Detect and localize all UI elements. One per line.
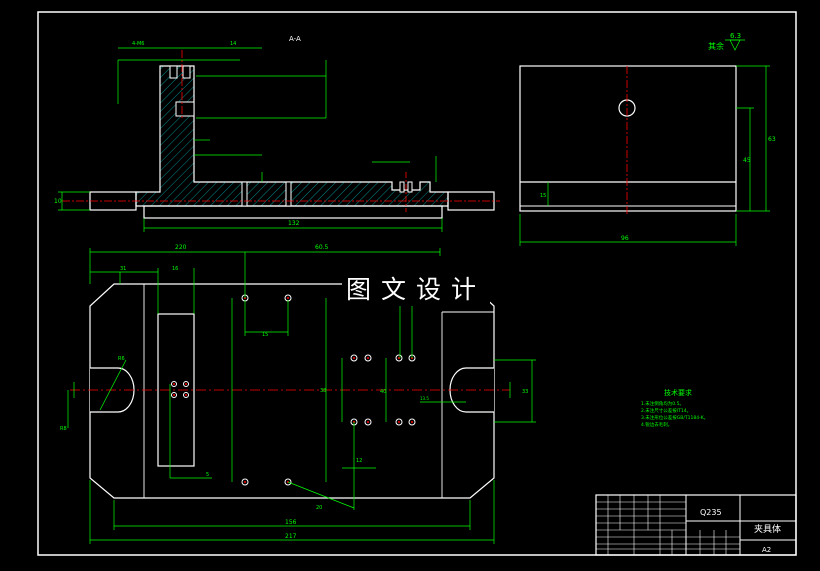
plan-upright: [157, 313, 195, 467]
tech-req-line-4: 4.锐边去毛刺。: [641, 421, 672, 428]
dim-width-outer: 217: [285, 533, 297, 540]
side-body: [519, 65, 737, 212]
outer-border: [37, 11, 797, 556]
base-plate: [143, 205, 443, 219]
dim-bottom-a: 5: [206, 472, 209, 478]
dim-small-a: 15: [262, 332, 268, 338]
tech-req-title: 技术要求: [664, 388, 692, 397]
tech-requirements: 技术要求 1.未注倒角均为0.5。 2.未注尺寸公差按IT14。 3.未注形位公…: [641, 388, 708, 428]
dim-right-small: 40: [380, 389, 386, 395]
dim-top-mid: 60.5: [315, 244, 329, 251]
tech-req-line-2: 2.未注尺寸公差按IT14。: [641, 407, 691, 414]
right-flange: [447, 191, 495, 211]
plan-outline: [89, 283, 495, 499]
section-label: A-A: [289, 35, 301, 43]
title-material: Q235: [700, 508, 722, 517]
roughness-value: 6.3: [730, 32, 741, 40]
section-view: A-A: [54, 35, 500, 232]
dim-side-height-outer: 63: [768, 136, 776, 143]
dim-side-base: 15: [540, 193, 546, 199]
tech-req-line-3: 3.未注形位公差按GB/T1184-K。: [641, 414, 708, 421]
dim-side-height-inner: 45: [743, 157, 751, 164]
dim-width-inner: 156: [285, 519, 297, 526]
dim-right-v: 33: [522, 389, 528, 395]
title-block: [595, 494, 797, 556]
dim-slot-r: R6: [118, 356, 125, 362]
tech-req-line-1: 1.未注倒角均为0.5。: [641, 400, 684, 407]
dim-side-width: 96: [621, 235, 629, 242]
dim-top-left: 220: [175, 244, 187, 251]
side-view: 63 45 15 96 其余 6.3: [519, 32, 776, 246]
dim-bottom-b: 20: [316, 505, 322, 511]
watermark-text: 图文设计: [342, 270, 491, 306]
dim-bottom-c: 12: [356, 458, 362, 464]
dim-depth-note: 14: [230, 41, 236, 47]
dim-left-height: 10: [54, 198, 62, 205]
dim-left-a: 31: [120, 266, 126, 272]
dim-slot-l: R8: [60, 426, 67, 432]
dim-right-tiny: 13.5: [420, 396, 429, 401]
dim-top-note: 4-M6: [132, 41, 144, 47]
dim-overall-width: 132: [288, 220, 300, 227]
title-part-name: 夹具体: [754, 523, 781, 535]
roughness-label: 其余: [708, 41, 724, 51]
title-sheet-size: A2: [762, 546, 771, 554]
dim-mid-v: 38: [320, 388, 326, 394]
dim-left-b: 16: [172, 266, 178, 272]
